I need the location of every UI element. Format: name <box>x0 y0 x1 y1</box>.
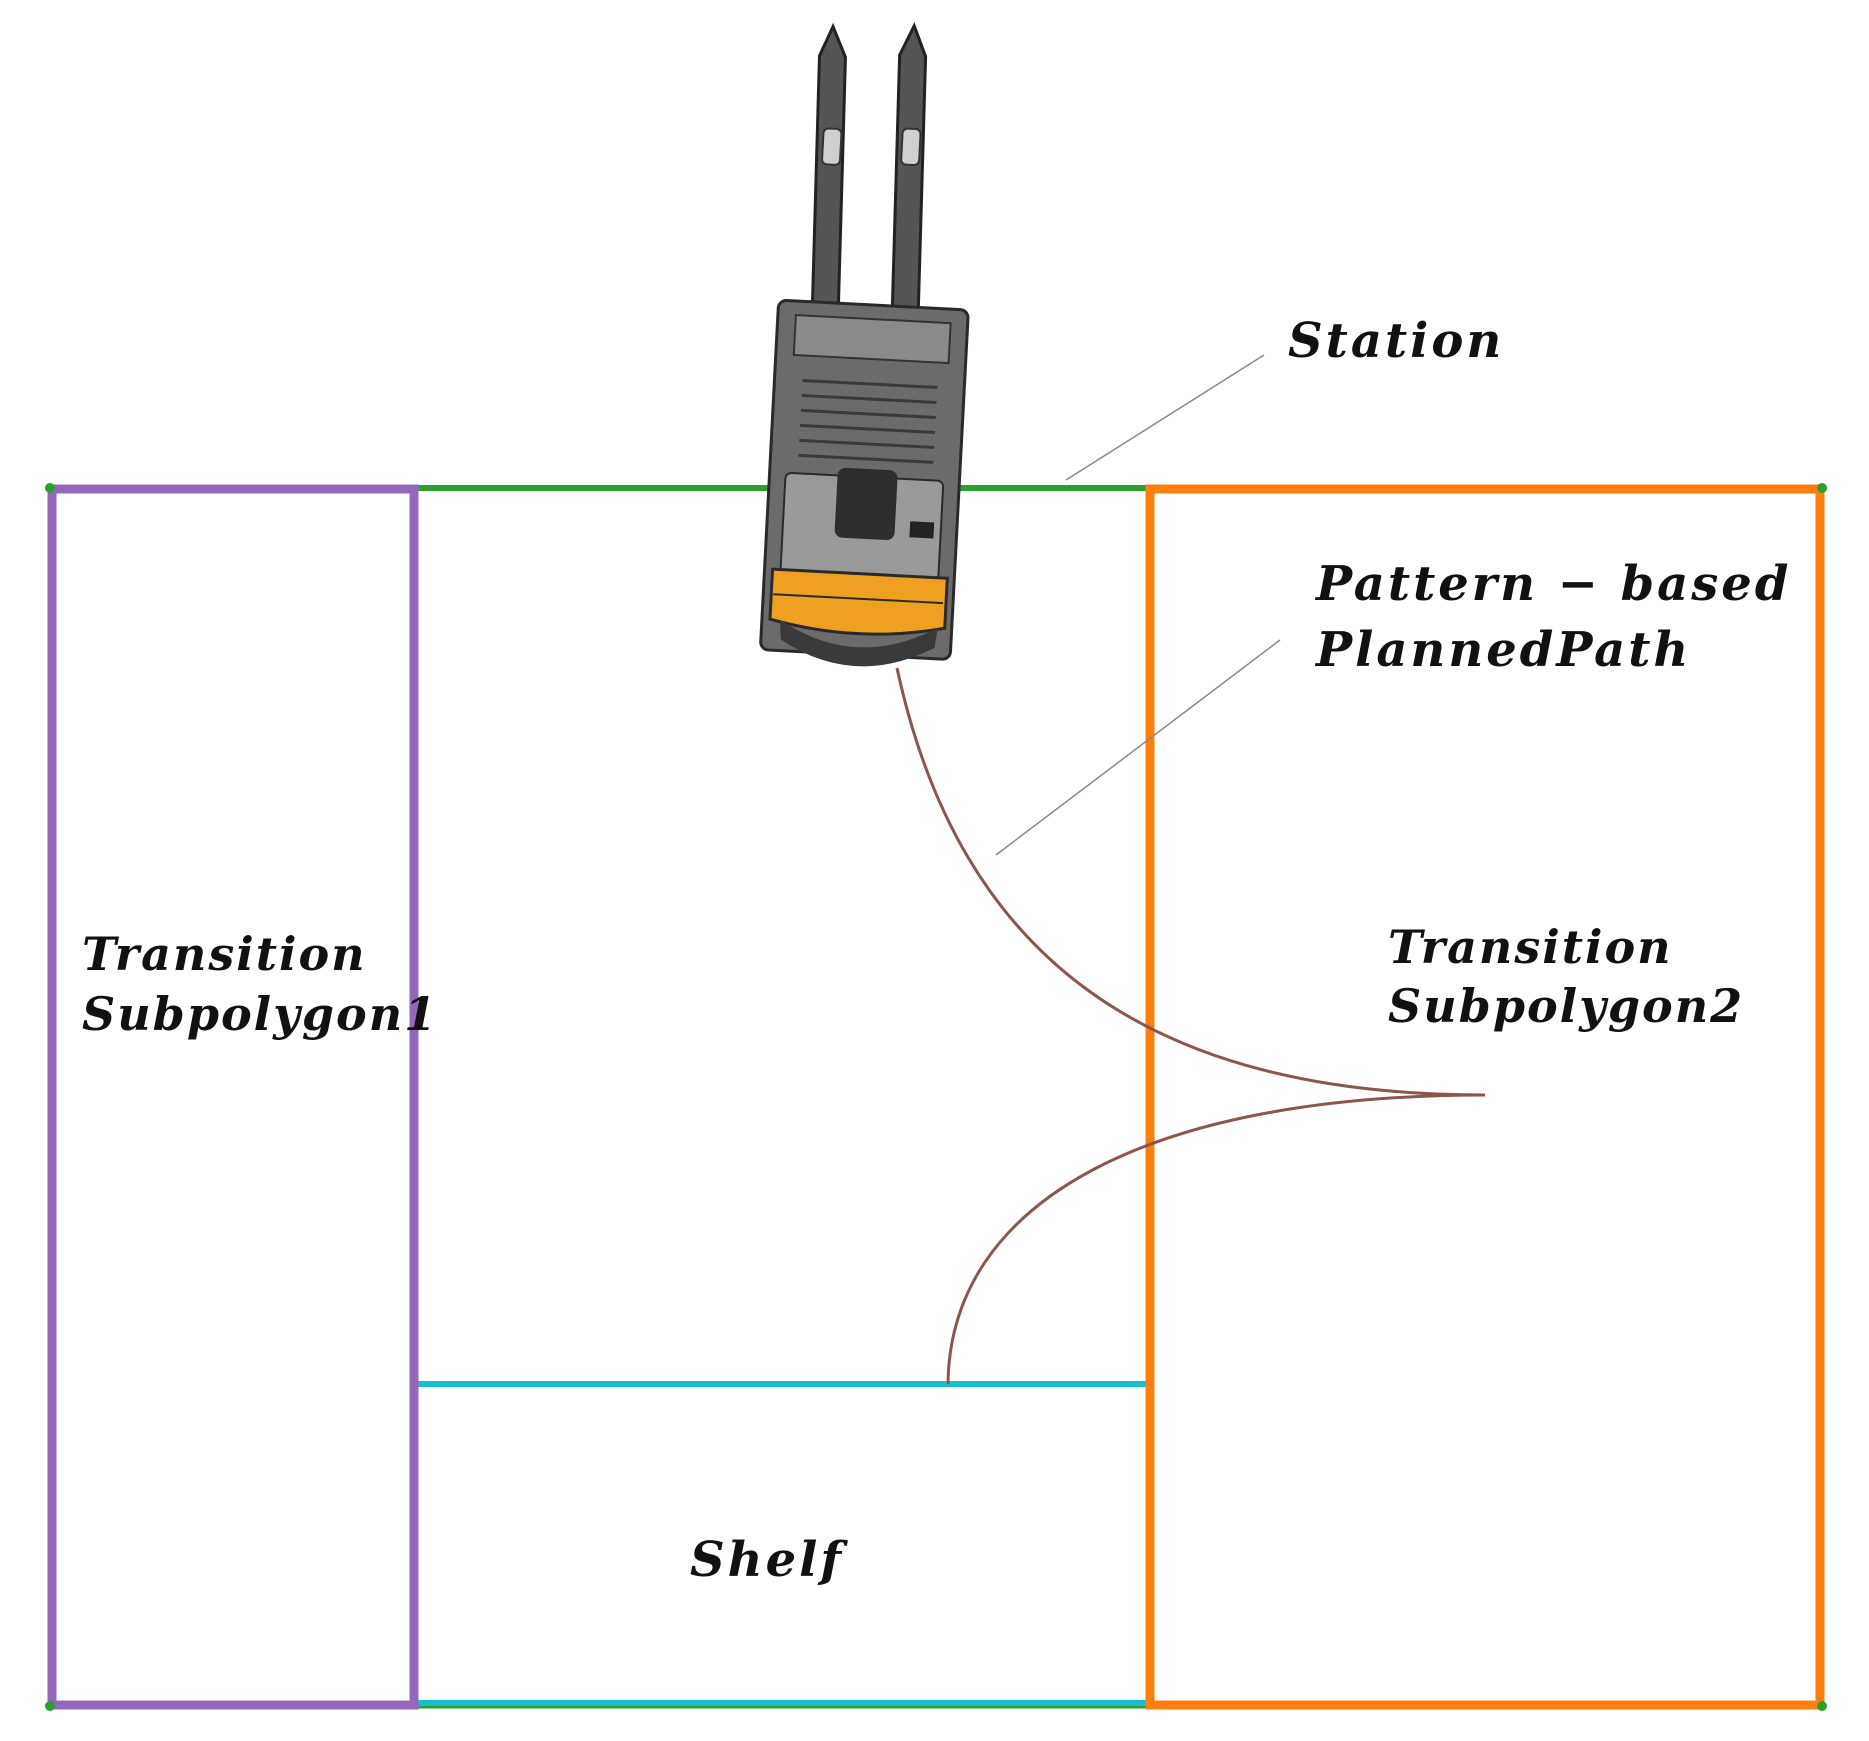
forklift-icon <box>759 22 970 667</box>
pattern-path-label-line1: Pattern − based <box>1314 556 1791 612</box>
shelf-label: Shelf <box>690 1532 848 1588</box>
transition2-label-line2: Subpolygon2 <box>1388 979 1744 1033</box>
planned-path <box>895 667 1486 1385</box>
transition1-label-line1: Transition <box>82 927 367 981</box>
corner-markers <box>45 483 1827 1711</box>
station-leader-line <box>1065 354 1265 481</box>
transition-subpolygon-1 <box>47 484 419 1710</box>
transition1-label-line2: Subpolygon1 <box>82 987 438 1041</box>
transition2-label-line1: Transition <box>1388 920 1673 974</box>
transition-subpolygon-2 <box>1145 484 1825 1710</box>
path-leader-line <box>995 639 1281 856</box>
pattern-path-label-line2: PlannedPath <box>1314 622 1691 678</box>
station-label: Station <box>1288 313 1504 369</box>
